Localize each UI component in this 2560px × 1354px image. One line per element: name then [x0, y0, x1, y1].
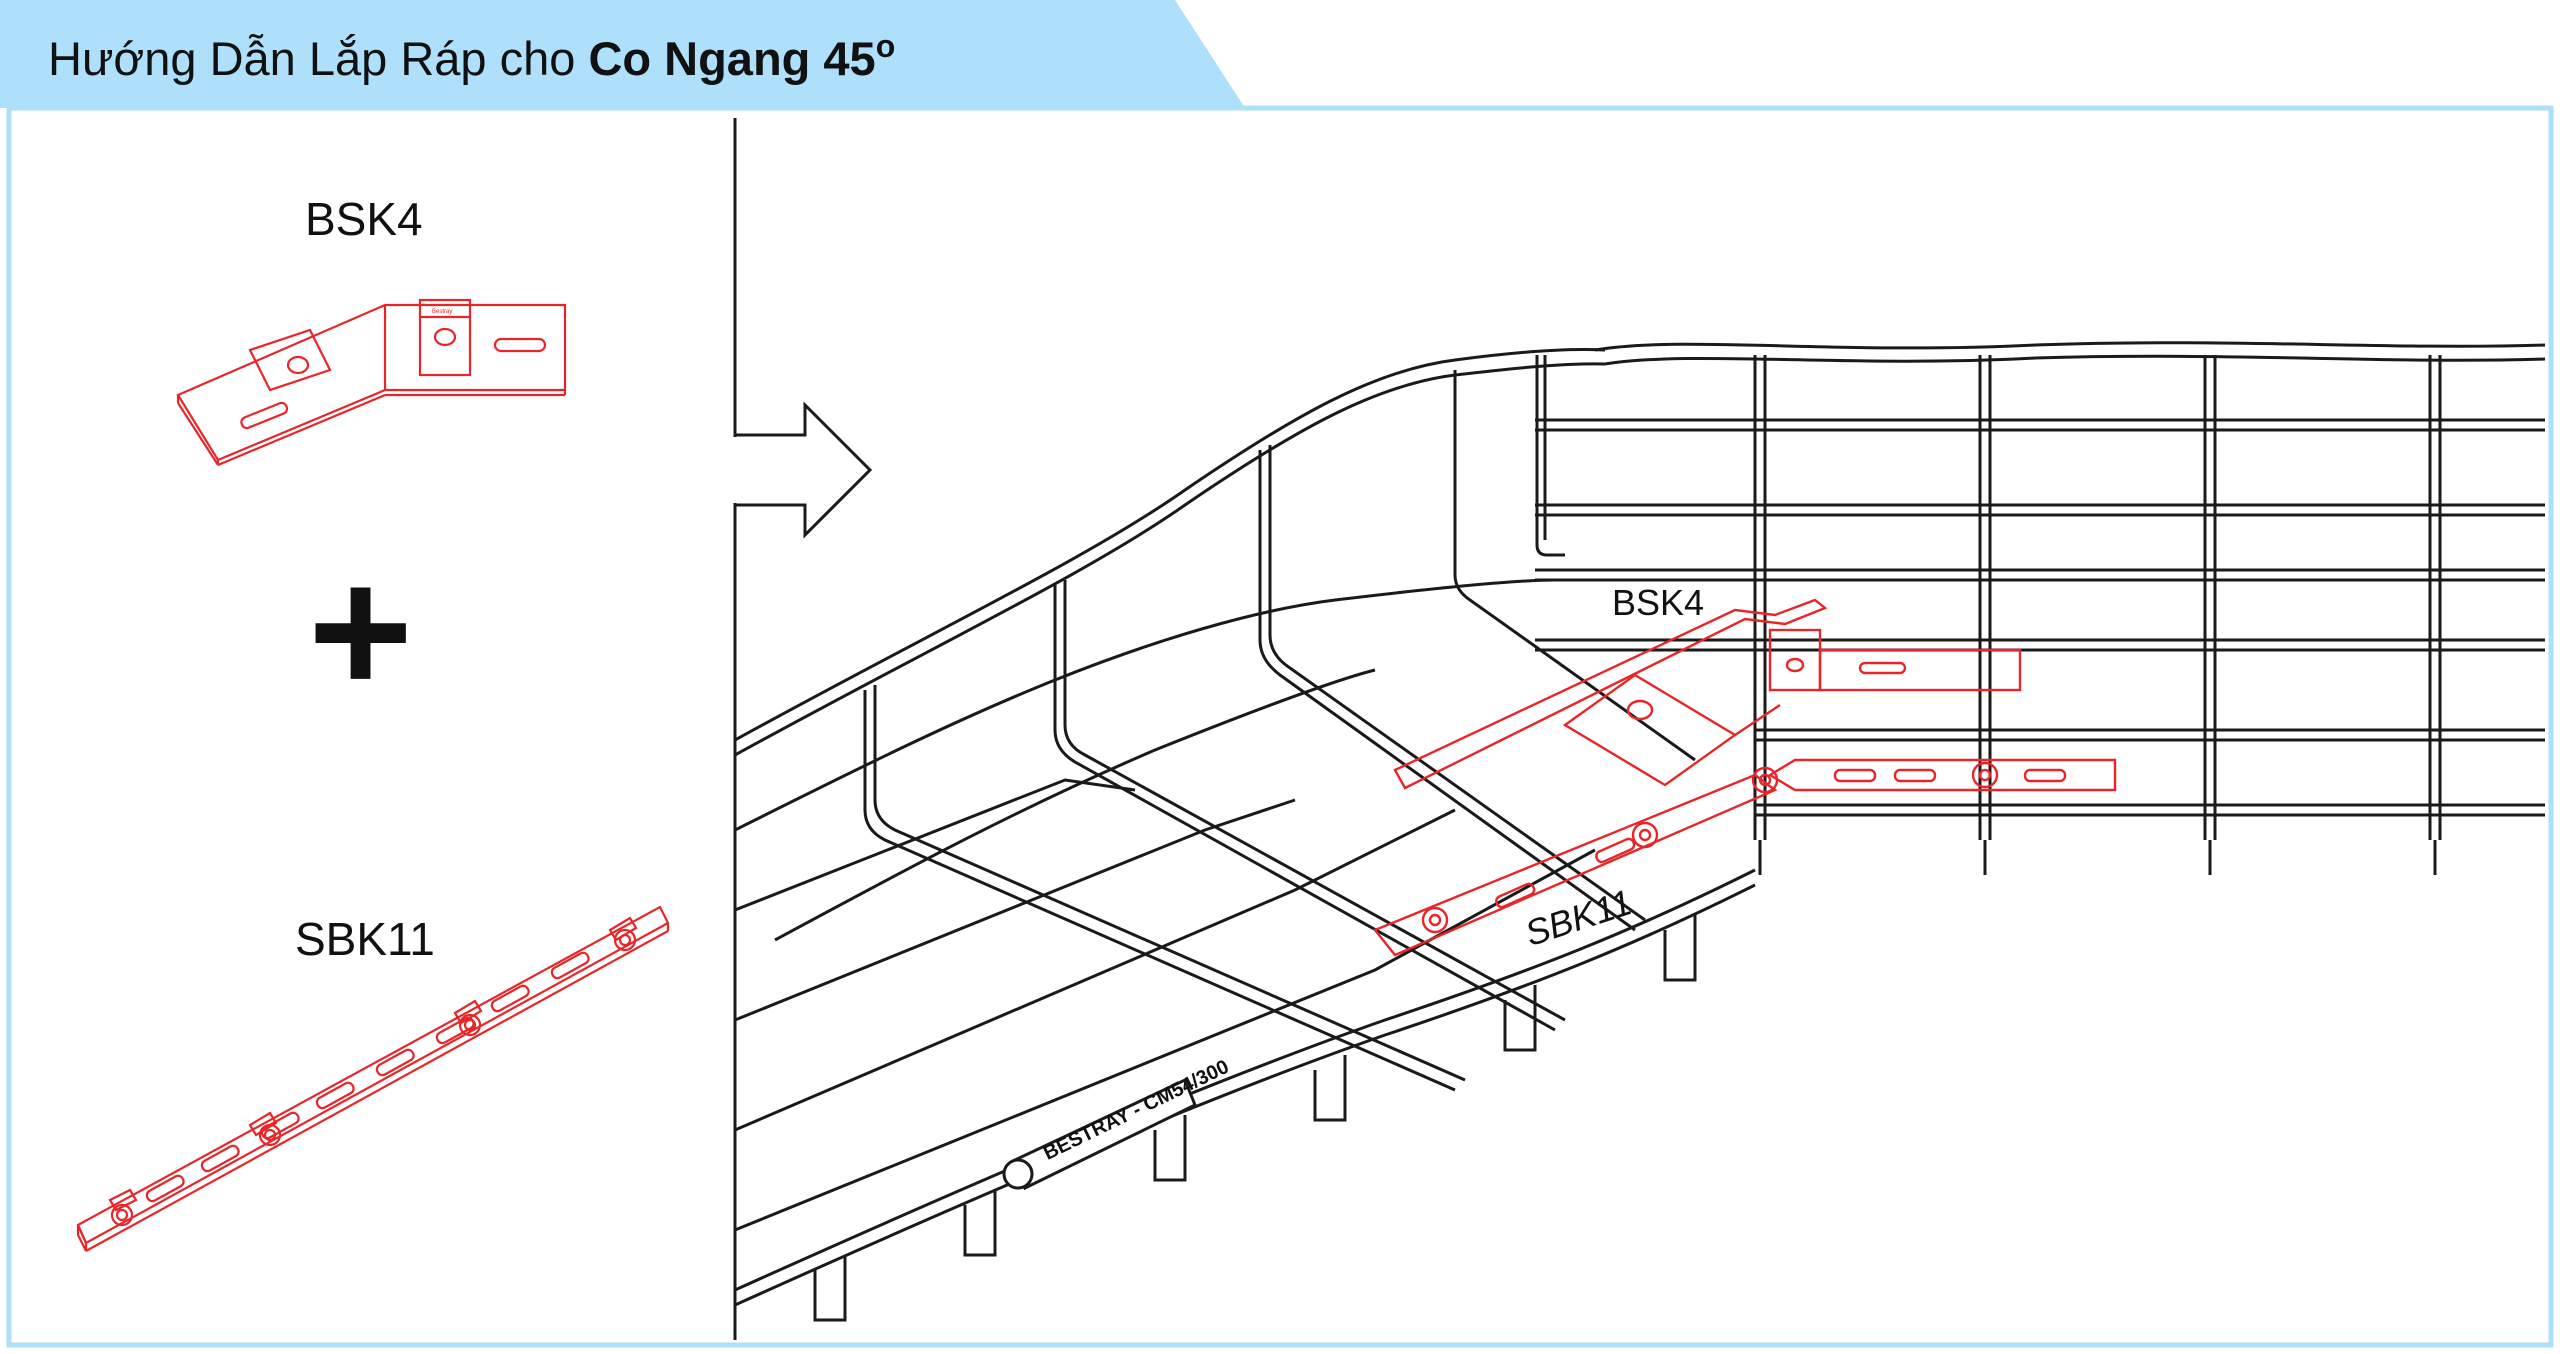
- title-tab: [0, 0, 1245, 108]
- plus-icon: +: [308, 531, 414, 732]
- assembly-bsk4-label: BSK4: [1612, 582, 1705, 623]
- sbk11-splice-bar-drawing: [76, 905, 670, 1252]
- arrow-right-icon: [725, 401, 873, 539]
- title-degree: o: [875, 28, 896, 64]
- plate-stamp: Bestray: [432, 309, 452, 315]
- title-prefix: Hướng Dẫn Lắp Ráp cho: [48, 32, 576, 85]
- title-main: Co Ngang 45: [588, 32, 876, 85]
- page-title: Hướng Dẫn Lắp Ráp cho Co Ngang 45o: [48, 28, 895, 86]
- assembly-illustration: [735, 341, 2546, 1322]
- bsk4-bracket-drawing: Bestray: [176, 298, 567, 467]
- bsk4-label: BSK4: [305, 193, 423, 245]
- sbk11-label: SBK11: [295, 913, 435, 965]
